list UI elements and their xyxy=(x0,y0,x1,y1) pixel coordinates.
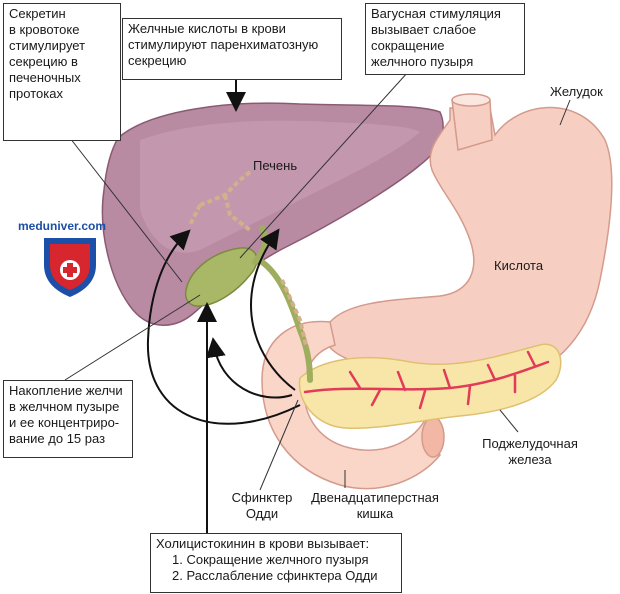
cck-box: Холицистокинин в крови вызывает: 1. Сокр… xyxy=(150,533,402,593)
secretin-line: стимулирует xyxy=(9,38,86,53)
esophagus-shape xyxy=(451,99,493,151)
vagal-line: желчного пузыря xyxy=(371,54,474,69)
cck-item: 2. Расслабление сфинктера Одди xyxy=(172,568,378,583)
bile-storage-line: в желчном пузыре xyxy=(9,399,120,414)
vagal-box: Вагусная стимуляция вызывает слабое сокр… xyxy=(365,3,525,75)
duodenum-label: Двенадцатиперстная кишка xyxy=(300,490,450,522)
vagal-line: сокращение xyxy=(371,38,445,53)
cck-title: Холицистокинин в крови вызывает: xyxy=(156,536,370,551)
liver-label: Печень xyxy=(253,158,298,173)
secretin-line: секрецию в xyxy=(9,54,78,69)
secretin-line: в кровотоке xyxy=(9,22,80,37)
secretin-box: Секретин в кровотоке стимулирует секреци… xyxy=(3,3,121,141)
hepatic-ducts-dashed xyxy=(188,170,252,232)
acid-label: Кислота xyxy=(494,258,544,273)
sphincter-line: Одди xyxy=(245,506,279,521)
leader-sphincter xyxy=(259,399,299,491)
leader-vagal xyxy=(239,71,409,259)
liver-highlight xyxy=(140,120,420,253)
watermark-text: meduniver.com xyxy=(18,219,107,233)
secretin-line: протоках xyxy=(9,86,63,101)
bile-acids-line: Желчные кислоты в крови xyxy=(128,21,286,36)
bile-acids-box: Желчные кислоты в крови стимулируют паре… xyxy=(122,18,342,80)
gallbladder-shape xyxy=(184,247,258,307)
secretin-line: печеночных xyxy=(9,70,81,85)
arrow-secretin-loop xyxy=(146,229,301,425)
common-duct-dashed xyxy=(280,279,308,346)
pancreas-line: Поджелудочная xyxy=(482,436,578,451)
vagal-line: Вагусная стимуляция xyxy=(371,6,501,21)
cck-item: 1. Сокращение желчного пузыря xyxy=(172,552,369,567)
arrow-bile-acids-liver xyxy=(250,228,296,391)
stomach-label: Желудок xyxy=(550,84,603,99)
leader-bile-storage xyxy=(64,294,201,381)
bile-storage-box: Накопление желчи в желчном пузыре и ее к… xyxy=(3,380,133,458)
duodenum-line: кишка xyxy=(356,506,394,521)
bile-storage-line: и ее концентриро- xyxy=(9,415,120,430)
duodenum-end xyxy=(421,416,445,458)
sphincter-label: Сфинктер Одди xyxy=(222,490,302,522)
secretin-line: Секретин xyxy=(9,6,66,21)
bile-storage-line: Накопление желчи xyxy=(9,383,123,398)
pancreatic-duct xyxy=(303,350,550,410)
arrow-cck-sphincter xyxy=(205,337,293,399)
leader-secretin xyxy=(69,137,183,283)
sphincter-line: Сфинктер xyxy=(231,490,293,505)
leader-stomach xyxy=(559,99,571,126)
leader-pancreas xyxy=(499,409,519,433)
bile-acids-line: стимулируют паренхиматозную xyxy=(128,37,319,52)
meduniver-logo xyxy=(44,238,96,297)
pancreas-label: Поджелудочная железа xyxy=(470,436,590,468)
pancreas-line: железа xyxy=(508,452,552,467)
vagal-line: вызывает слабое xyxy=(371,22,477,37)
duodenum-line: Двенадцатиперстная xyxy=(311,490,439,505)
bile-acids-line: секрецию xyxy=(128,53,187,68)
esophagus-opening xyxy=(451,93,491,107)
pancreas-shape xyxy=(298,343,562,430)
bile-storage-line: вание до 15 раз xyxy=(9,431,106,446)
